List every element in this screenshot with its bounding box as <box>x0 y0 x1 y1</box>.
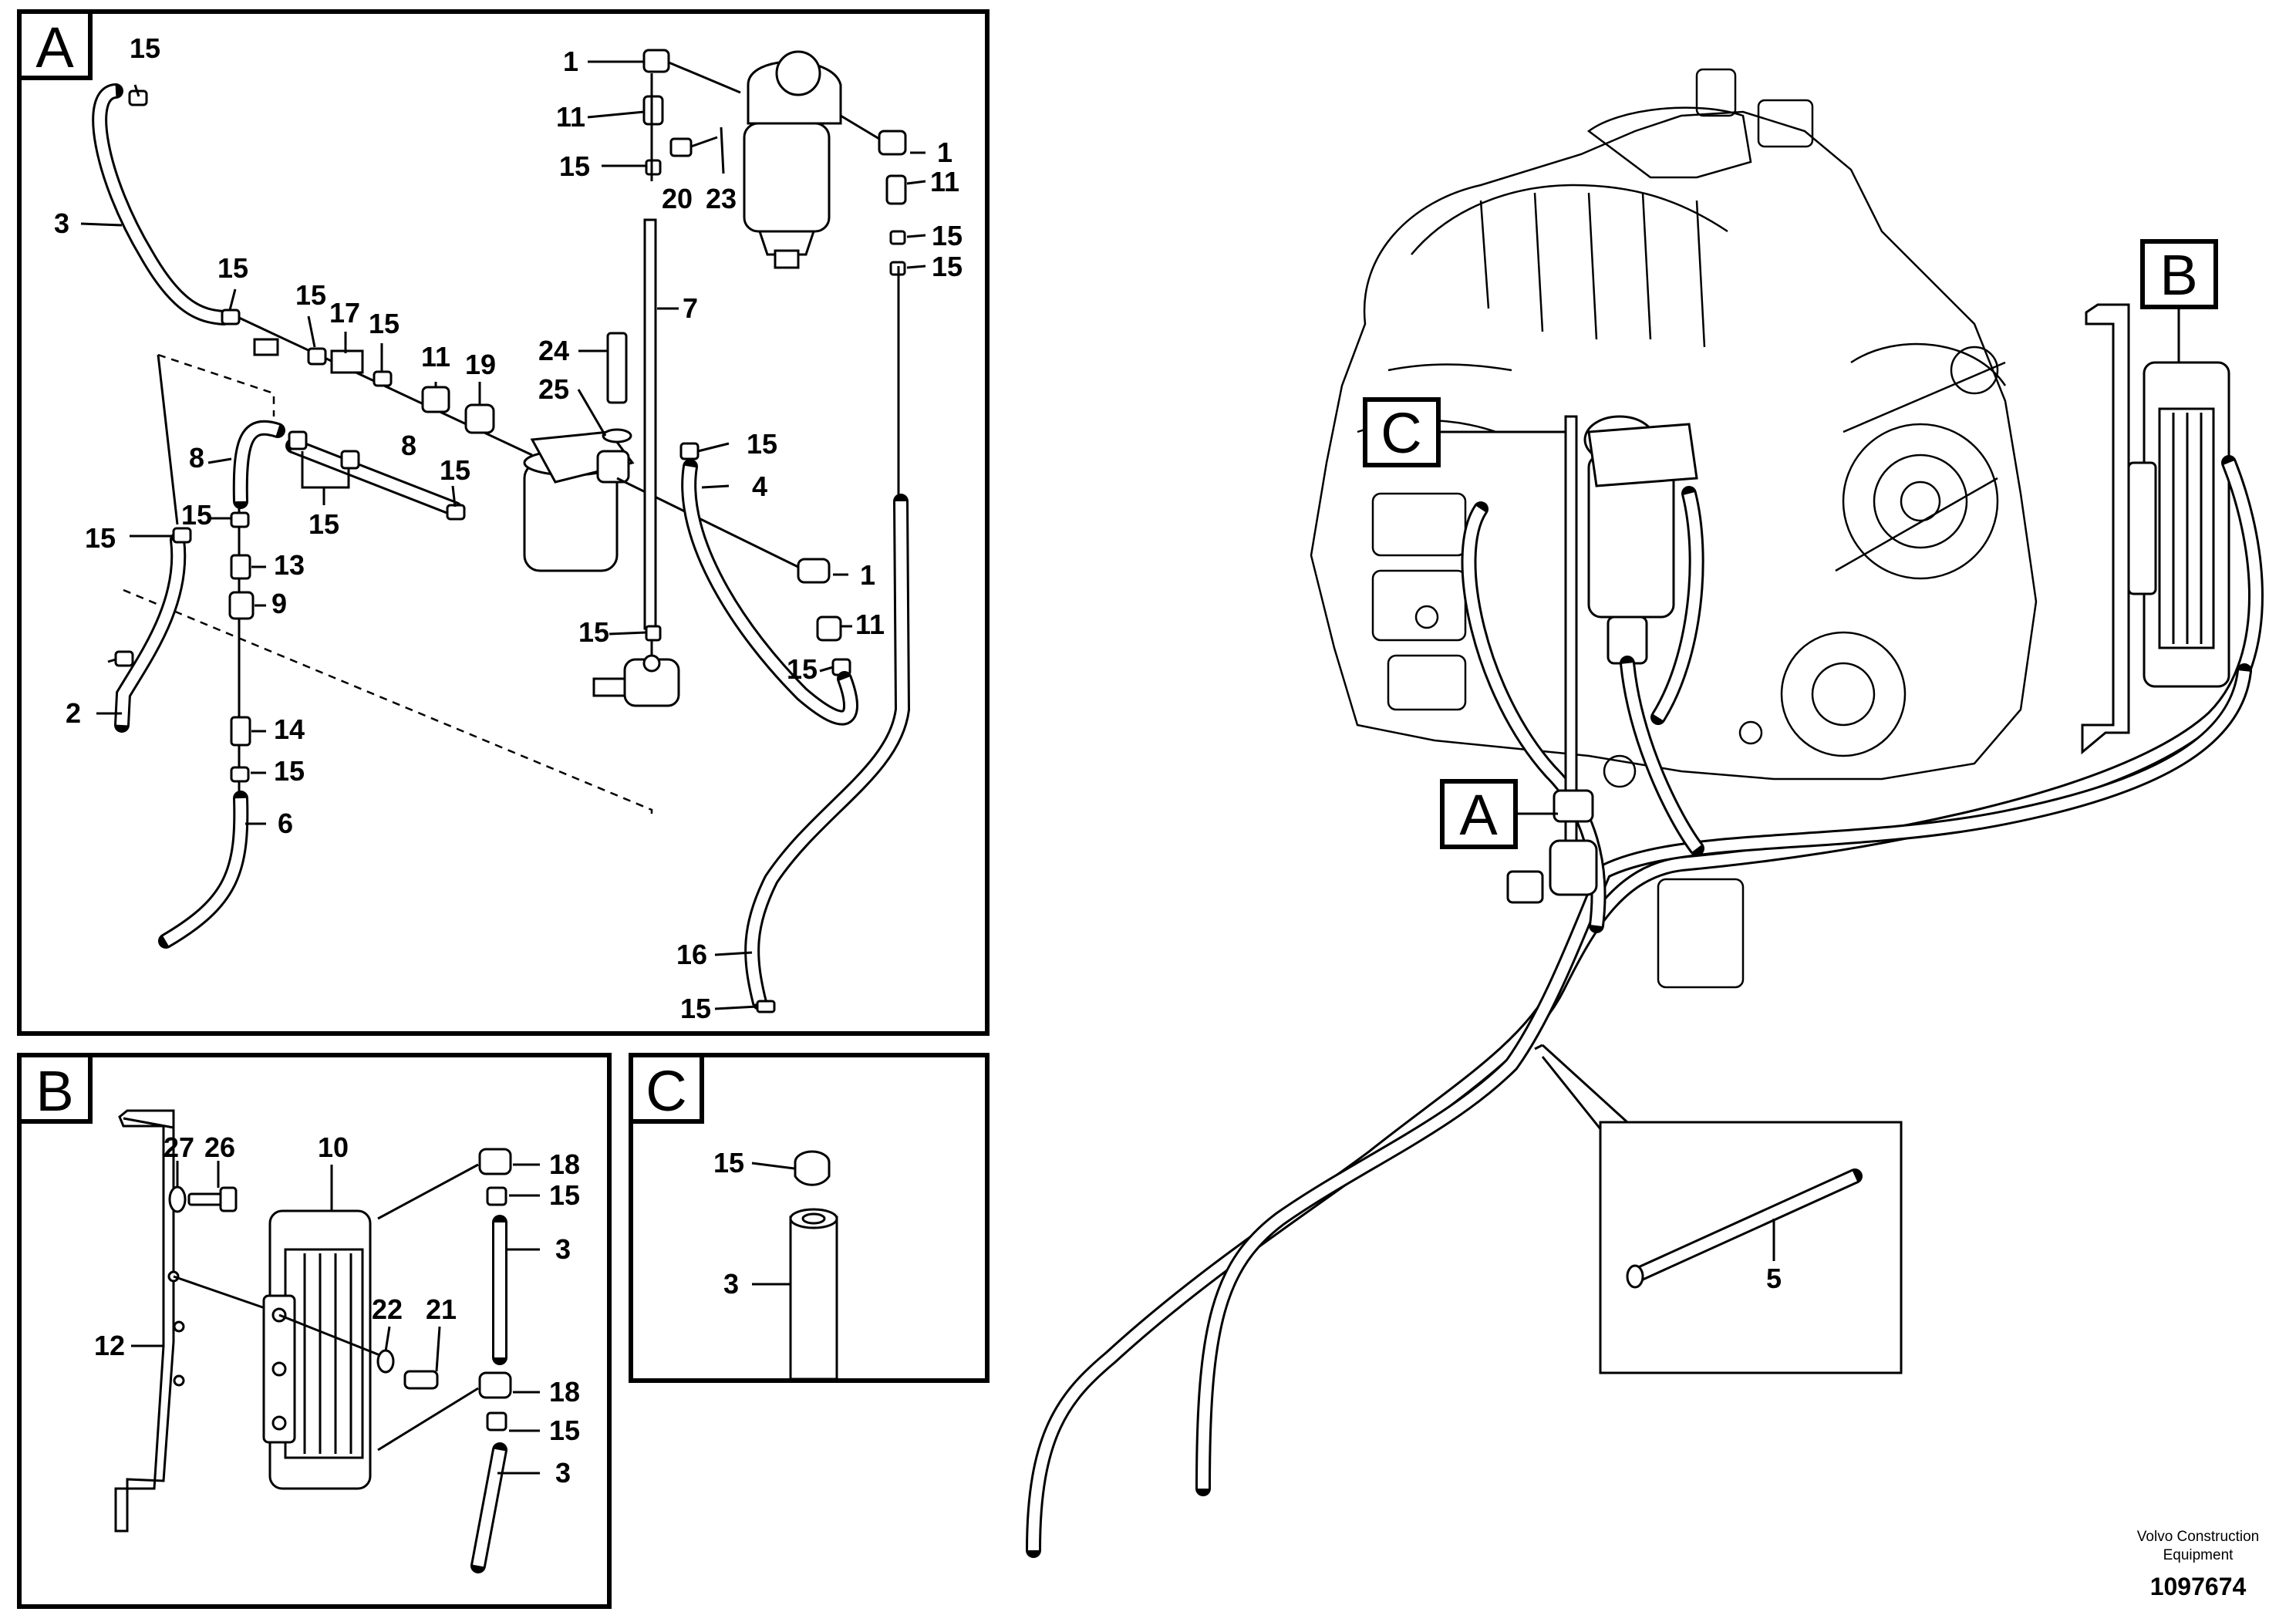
label-b-4: 18 <box>549 1148 580 1180</box>
label-a-38: 15 <box>787 653 818 685</box>
label-a-22: 11 <box>556 101 585 133</box>
brand-line-2: Equipment <box>2163 1547 2234 1563</box>
brand-line-1: Volvo Construction <box>2137 1529 2259 1545</box>
label-a-21: 1 <box>563 46 578 77</box>
panel-a-tag: A <box>35 15 74 79</box>
label-a-35: 1 <box>860 559 875 591</box>
svg-text:C: C <box>1381 401 1421 465</box>
label-main-5: 5 <box>1766 1263 1782 1294</box>
label-a-8: 19 <box>465 349 496 380</box>
svg-text:B: B <box>2159 243 2197 307</box>
label-a-20: 6 <box>278 808 293 839</box>
label-b-8: 22 <box>372 1293 403 1325</box>
label-a-17: 2 <box>66 697 81 729</box>
label-a-25: 23 <box>706 183 737 214</box>
oil-cooler-b <box>262 1209 372 1490</box>
label-a-4: 15 <box>295 279 326 311</box>
fuel-pump-top <box>743 50 842 269</box>
label-a-28: 15 <box>932 220 963 251</box>
label-a-12: 15 <box>308 508 339 540</box>
fuel-filter-a <box>523 430 635 572</box>
label-a-15: 9 <box>271 588 287 619</box>
label-a-34: 4 <box>752 470 767 502</box>
label-b-7: 12 <box>94 1330 125 1361</box>
label-c-1: 15 <box>713 1147 744 1179</box>
label-a-1: 15 <box>130 32 160 64</box>
label-a-18: 14 <box>274 713 305 745</box>
label-c-2: 3 <box>723 1268 739 1300</box>
panel-a: A <box>17 9 990 1036</box>
label-a-7: 11 <box>421 341 450 373</box>
label-b-9: 21 <box>426 1293 457 1325</box>
label-a-30: 7 <box>683 292 698 324</box>
panel-b-tag: B <box>35 1059 73 1123</box>
label-a-11: 15 <box>440 454 470 486</box>
label-b-3: 10 <box>318 1131 349 1163</box>
label-a-19: 15 <box>274 755 305 787</box>
label-a-16: 15 <box>85 522 116 554</box>
label-a-14: 13 <box>274 549 305 581</box>
hose-detail-5 <box>1626 1168 1863 1289</box>
label-a-5: 17 <box>329 297 360 329</box>
label-a-6: 15 <box>369 308 400 339</box>
label-b-10: 18 <box>549 1376 580 1408</box>
label-a-24: 20 <box>662 183 693 214</box>
callout-a: A <box>1440 779 1558 849</box>
label-a-27: 11 <box>930 166 959 197</box>
label-b-1: 27 <box>164 1131 194 1163</box>
label-b-6: 3 <box>555 1233 571 1265</box>
labels-panel-b: 27 26 10 18 15 3 12 22 21 18 15 3 <box>94 1131 580 1489</box>
bracket-clamp-a <box>592 654 680 707</box>
engine-fuel-filter <box>1583 415 1698 665</box>
label-a-9: 8 <box>189 442 204 474</box>
label-a-33: 15 <box>747 428 777 460</box>
callout-b: B <box>2140 239 2218 363</box>
labels-panel-a: 15 3 15 15 17 15 11 19 8 8 15 15 15 13 9… <box>54 32 963 1024</box>
label-a-29: 15 <box>932 251 963 282</box>
label-a-32: 25 <box>538 373 569 405</box>
label-a-31: 24 <box>538 335 569 366</box>
label-a-37: 11 <box>855 609 885 640</box>
label-a-26: 1 <box>937 137 952 168</box>
label-a-39: 16 <box>676 939 707 970</box>
engine-assembly-view: 5 A B C <box>1026 68 2264 1558</box>
svg-text:A: A <box>1459 783 1498 847</box>
publisher-watermark: Volvo Construction Equipment 1097674 <box>2137 1529 2259 1600</box>
figure-number: 1097674 <box>2150 1573 2247 1600</box>
label-a-23: 15 <box>559 150 590 182</box>
label-b-2: 26 <box>204 1131 235 1163</box>
panel-c-tag: C <box>646 1059 686 1123</box>
label-a-3: 15 <box>217 252 248 284</box>
label-b-5: 15 <box>549 1179 580 1211</box>
label-b-11: 15 <box>549 1415 580 1446</box>
panel-c: C 15 3 <box>629 1053 990 1383</box>
label-a-2: 3 <box>54 207 69 239</box>
label-b-12: 3 <box>555 1457 571 1489</box>
label-a-10: 8 <box>401 430 416 461</box>
engine-oil-cooler <box>2081 303 2230 755</box>
label-a-36: 15 <box>578 616 609 648</box>
labels-panel-c: 15 3 <box>713 1147 744 1300</box>
label-a-13: 15 <box>181 499 212 531</box>
label-a-40: 15 <box>680 993 711 1024</box>
callout-c: C <box>1363 397 1566 467</box>
panel-b: B <box>17 1053 612 1609</box>
